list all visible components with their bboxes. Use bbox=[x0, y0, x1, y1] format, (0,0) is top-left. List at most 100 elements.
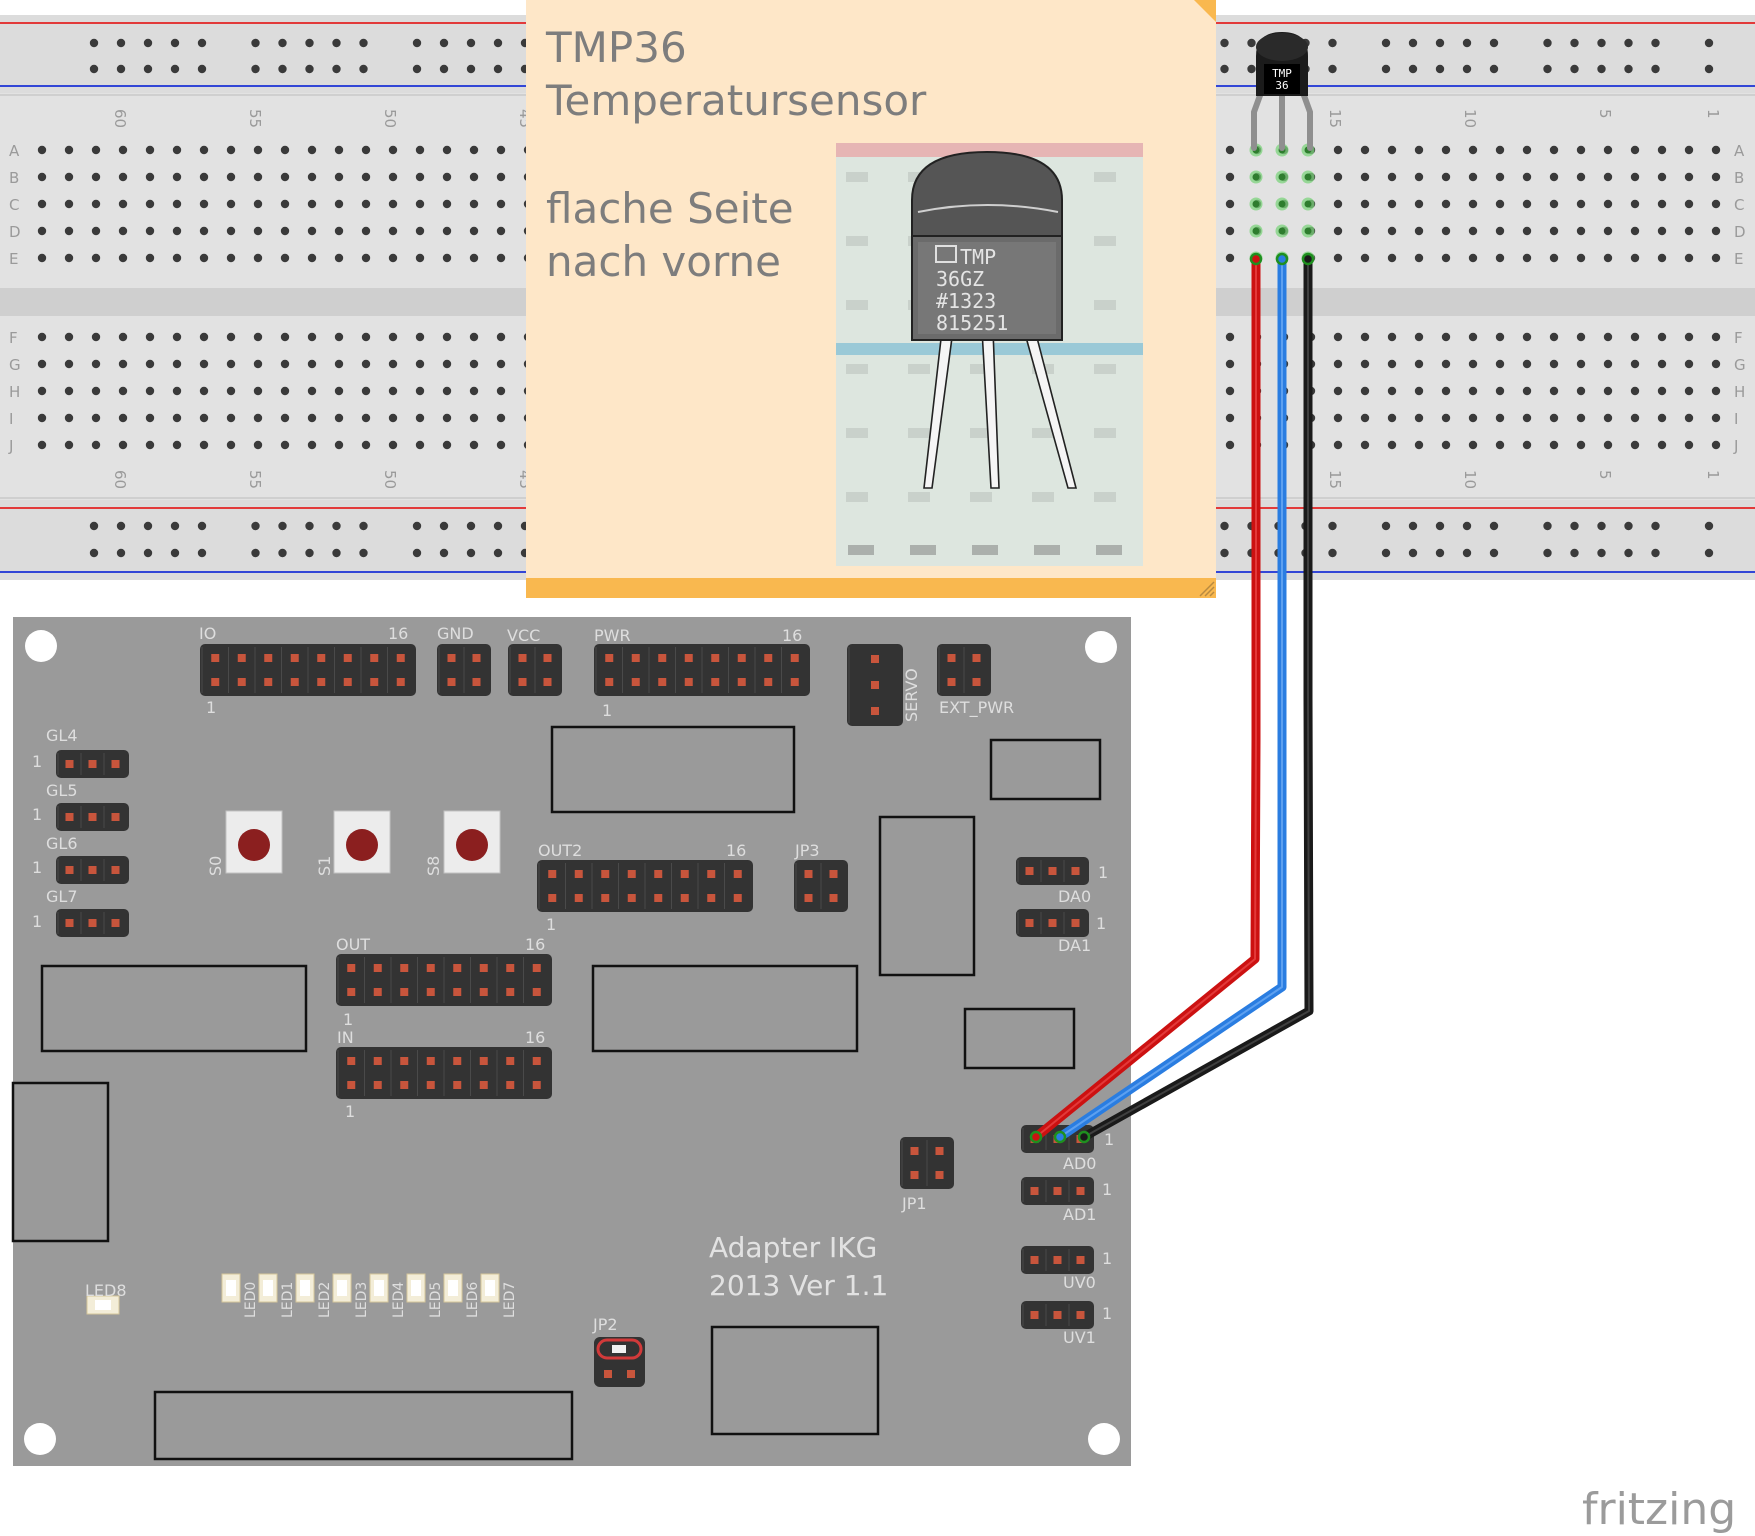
row-letter-g-right: G bbox=[1734, 356, 1746, 374]
label-jp3: JP3 bbox=[794, 841, 820, 860]
label-jp1: JP1 bbox=[901, 1194, 927, 1213]
sensor-marking-2: 36 bbox=[1275, 79, 1288, 92]
note-title-line1: TMP36 bbox=[545, 23, 687, 72]
photo-marking-1: TMP bbox=[960, 245, 996, 269]
label-ext-pwr: EXT_PWR bbox=[939, 698, 1014, 718]
label-gl7: GL7 bbox=[46, 887, 78, 906]
label-io-16: 16 bbox=[388, 624, 408, 643]
label-gl6-1: 1 bbox=[32, 858, 42, 877]
label-vcc: VCC bbox=[507, 626, 540, 645]
label-da1-1: 1 bbox=[1096, 914, 1106, 933]
col-55-top: 55 bbox=[246, 109, 264, 128]
row-letter-e-left: E bbox=[9, 250, 18, 268]
label-uv1-1: 1 bbox=[1102, 1304, 1112, 1323]
col-10-top: 10 bbox=[1461, 109, 1479, 128]
label-out: OUT bbox=[336, 935, 370, 954]
row-letter-a-right: A bbox=[1734, 142, 1745, 160]
note[interactable]: TMP36 Temperatursensor flache Seite nach… bbox=[526, 0, 1216, 598]
tmp36-sensor[interactable]: TMP 36 bbox=[1251, 32, 1313, 151]
row-letter-h-left: H bbox=[9, 383, 20, 401]
sensor-photo: TMP 36GZ #1323 815251 bbox=[836, 143, 1143, 566]
label-in: IN bbox=[337, 1028, 354, 1047]
label-jp2: JP2 bbox=[592, 1315, 618, 1334]
row-letter-b-left: B bbox=[9, 169, 19, 187]
col-60-top: 60 bbox=[111, 109, 129, 128]
fritzing-logo: fritzing bbox=[1582, 1484, 1736, 1535]
label-pwr-16: 16 bbox=[782, 626, 802, 645]
row-letter-d-right: D bbox=[1734, 223, 1746, 241]
col-60-bottom: 60 bbox=[111, 470, 129, 489]
label-uv0-1: 1 bbox=[1102, 1249, 1112, 1268]
label-ad0-1: 1 bbox=[1104, 1130, 1114, 1149]
label-gl4-1: 1 bbox=[32, 752, 42, 771]
row-letter-g-left: G bbox=[9, 356, 21, 374]
note-title-line2: Temperatursensor bbox=[545, 76, 927, 125]
photo-marking-2: 36GZ bbox=[936, 267, 984, 291]
smd-leds bbox=[86, 1273, 500, 1315]
row-letter-h-right: H bbox=[1734, 383, 1745, 401]
label-pwr-1: 1 bbox=[602, 701, 612, 720]
col-55-bottom: 55 bbox=[246, 470, 264, 489]
mounting-holes bbox=[24, 630, 1120, 1455]
wires[interactable] bbox=[1029, 252, 1315, 1144]
led-label-2: LED2 bbox=[317, 1282, 333, 1318]
sensor-marking-1: TMP bbox=[1272, 67, 1292, 80]
label-servo: SERVO bbox=[902, 668, 921, 722]
note-corner-fold bbox=[1194, 0, 1216, 22]
adapter-board[interactable]: IO 16 1 GND VCC PWR 16 1 SERVO EXT_PWR G… bbox=[11, 617, 1131, 1466]
board-title-line1: Adapter IKG bbox=[709, 1231, 877, 1264]
col-5-top: 5 bbox=[1596, 109, 1614, 119]
row-letters: A B C D E F G H I J A B C D E F G H I J bbox=[8, 142, 1746, 455]
led-labels: LED0 LED1 LED2 LED3 LED4 LED5 LED6 LED7 bbox=[243, 1282, 518, 1318]
label-out2-16: 16 bbox=[726, 841, 746, 860]
label-s8: S8 bbox=[424, 856, 443, 876]
label-ad0: AD0 bbox=[1063, 1154, 1096, 1173]
wire-vcc-red[interactable] bbox=[1033, 259, 1261, 1141]
note-body-line1: flache Seite bbox=[546, 184, 794, 233]
led-label-1: LED1 bbox=[280, 1282, 296, 1318]
led-label-7: LED7 bbox=[502, 1282, 518, 1318]
note-body-line2: nach vorne bbox=[546, 237, 781, 286]
board-labels: IO 16 1 GND VCC PWR 16 1 SERVO EXT_PWR G… bbox=[32, 624, 1114, 1347]
button-s0[interactable] bbox=[225, 810, 283, 874]
led-label-0: LED0 bbox=[243, 1282, 259, 1318]
led-label-4: LED4 bbox=[391, 1282, 407, 1318]
led-label-6: LED6 bbox=[465, 1282, 481, 1318]
button-s8[interactable] bbox=[443, 810, 501, 874]
row-letter-d-left: D bbox=[9, 223, 21, 241]
label-io-1: 1 bbox=[206, 698, 216, 717]
label-gl4: GL4 bbox=[46, 726, 78, 745]
row-letter-j-right: J bbox=[1733, 437, 1738, 455]
photo-marking-3: #1323 bbox=[936, 289, 996, 313]
note-resize-grip-icon[interactable] bbox=[1199, 581, 1215, 597]
label-ad1-1: 1 bbox=[1102, 1180, 1112, 1199]
label-out-1: 1 bbox=[343, 1010, 353, 1029]
label-uv1: UV1 bbox=[1063, 1328, 1096, 1347]
row-letter-i-right: I bbox=[1734, 410, 1738, 428]
col-10-bottom: 10 bbox=[1461, 470, 1479, 489]
button-s1[interactable] bbox=[333, 810, 391, 874]
row-letter-f-right: F bbox=[1734, 329, 1743, 347]
wire-gnd-black[interactable] bbox=[1081, 259, 1314, 1141]
label-out2: OUT2 bbox=[538, 841, 582, 860]
label-ad1: AD1 bbox=[1063, 1205, 1096, 1224]
col-50-top: 50 bbox=[381, 109, 399, 128]
led-label-3: LED3 bbox=[354, 1282, 370, 1318]
label-da0-1: 1 bbox=[1098, 863, 1108, 882]
col-1-top: 1 bbox=[1704, 109, 1722, 119]
row-letter-j-left: J bbox=[8, 437, 13, 455]
photo-marking-4: 815251 bbox=[936, 311, 1008, 335]
row-letter-c-right: C bbox=[1734, 196, 1744, 214]
label-in-1: 1 bbox=[345, 1102, 355, 1121]
label-gl5-1: 1 bbox=[32, 805, 42, 824]
label-io: IO bbox=[199, 624, 216, 643]
row-letter-c-left: C bbox=[9, 196, 19, 214]
label-gl6: GL6 bbox=[46, 834, 78, 853]
led-label-5: LED5 bbox=[428, 1282, 444, 1318]
label-out2-1: 1 bbox=[546, 915, 556, 934]
label-da1: DA1 bbox=[1058, 936, 1091, 955]
col-15-bottom: 15 bbox=[1326, 470, 1344, 489]
label-da0: DA0 bbox=[1058, 887, 1091, 906]
note-footer-bar bbox=[526, 578, 1216, 598]
